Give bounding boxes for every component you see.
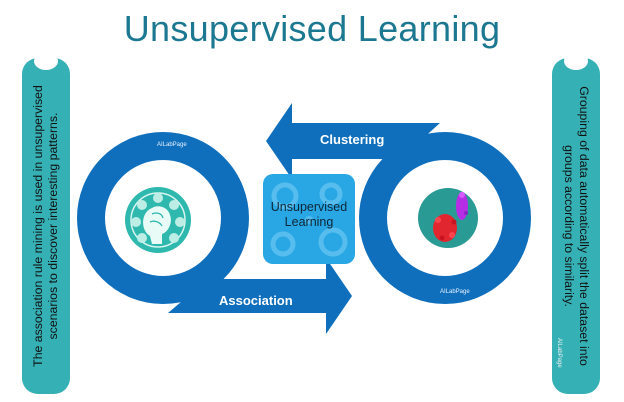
clustering-description-banner: Grouping of data automatically split the… <box>552 52 600 394</box>
diagram-title: Unsupervised Learning <box>123 8 501 49</box>
clustering-arrow <box>266 103 440 179</box>
scatter-cluster-icon <box>418 188 478 248</box>
association-description-banner: The association rule mining is used in u… <box>22 52 70 394</box>
ring-watermark: AILabPage <box>157 142 187 148</box>
association-loop <box>77 132 352 334</box>
center-label: Unsupervised Learning <box>270 200 348 229</box>
clustering-description: Grouping of data automatically split the… <box>562 86 591 366</box>
association-label: Association <box>219 293 293 308</box>
association-description: The association rule mining is used in u… <box>31 85 60 367</box>
clustering-loop <box>266 103 531 304</box>
ring-watermark: AILabPage <box>440 289 470 295</box>
brain-icon <box>125 187 191 253</box>
clustering-label: Clustering <box>320 132 385 147</box>
gears-icon <box>270 182 348 257</box>
center-node: Unsupervised Learning <box>263 174 355 264</box>
association-arrow <box>168 258 352 334</box>
banner-watermark: AILabPage <box>556 338 562 368</box>
